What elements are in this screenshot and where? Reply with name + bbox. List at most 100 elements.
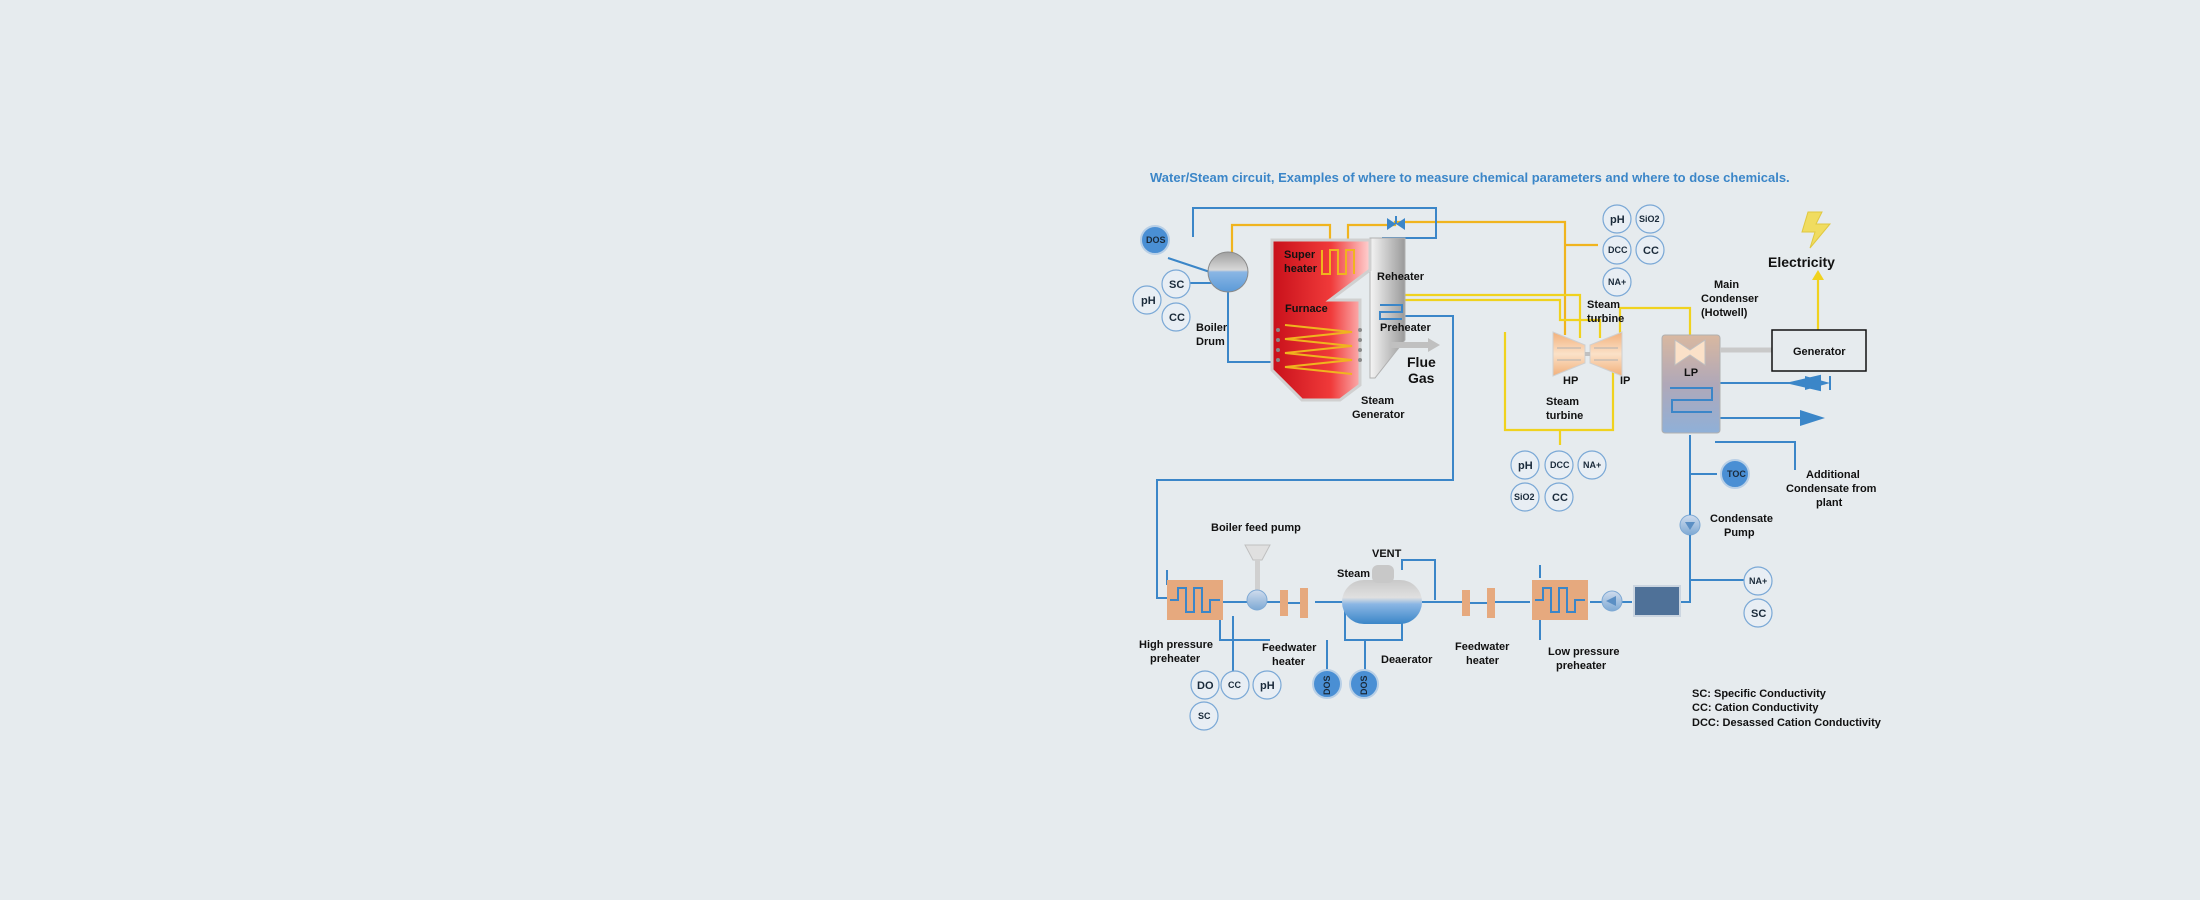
sensor-text: SiO2 <box>1639 214 1660 224</box>
hp-turbine <box>1552 331 1586 377</box>
legend: SC: Specific Conductivity CC: Cation Con… <box>1692 688 1882 729</box>
reheater-label: Reheater <box>1377 271 1425 283</box>
sensor-text: CC <box>1169 312 1185 324</box>
sensor-dcc-mid: DCC <box>1544 450 1574 480</box>
lightning-icon <box>1801 211 1832 249</box>
sensor-cc-hp: CC <box>1220 670 1250 700</box>
boiler-drum-label-1: Boiler <box>1196 322 1228 334</box>
sensor-cc-mid: CC <box>1544 482 1574 512</box>
sensor-text: DCC <box>1608 245 1628 255</box>
additional-condensate-label-2: Condensate from <box>1786 483 1877 495</box>
steam-turbine-top-label-1: Steam <box>1587 299 1620 311</box>
additional-condensate-label-3: plant <box>1816 497 1843 509</box>
steam-generator-label-1: Steam <box>1361 395 1394 407</box>
electricity-label: Electricity <box>1768 254 1835 270</box>
sensor-text: DOS <box>1359 675 1369 695</box>
condensate-pump <box>1679 514 1701 536</box>
lp-preheater-label-2: preheater <box>1556 660 1607 672</box>
super-heater-label-2: heater <box>1284 263 1318 275</box>
vent-label: VENT <box>1372 548 1402 560</box>
hp-preheater-label-1: High pressure <box>1139 639 1213 651</box>
sensor-text: SiO2 <box>1514 492 1535 502</box>
sensor-text: pH <box>1518 460 1533 472</box>
diagram-title: Water/Steam circuit, Examples of where t… <box>1150 170 1790 185</box>
flow-arrows <box>1789 374 1831 426</box>
legend-item: SC: Specific Conductivity <box>1692 688 1827 700</box>
sensor-cc-drum: CC <box>1161 302 1191 332</box>
legend-item: DCC: Desassed Cation Conductivity <box>1692 717 1882 729</box>
furnace-label: Furnace <box>1285 303 1328 315</box>
steam-generator-label-2: Generator <box>1352 409 1405 421</box>
flue-gas-label-2: Gas <box>1408 370 1435 386</box>
low-pressure-preheater <box>1532 580 1588 620</box>
steam-turbine-bottom-label-2: turbine <box>1546 410 1583 422</box>
hp-preheater-label-2: preheater <box>1150 653 1201 665</box>
sensor-text: SC <box>1198 711 1211 721</box>
sensor-na-cond: NA+ <box>1743 566 1773 596</box>
sensor-ph-mid: pH <box>1510 450 1540 480</box>
sensor-ph-hp: pH <box>1252 670 1282 700</box>
dosing-point-deaerator-1: DOS <box>1312 669 1342 699</box>
super-heater-label-1: Super <box>1284 249 1316 261</box>
boiler-feed-pump-label: Boiler feed pump <box>1211 522 1301 534</box>
feedwater-heater-left <box>1280 588 1308 618</box>
sensor-sc-drum: SC <box>1161 269 1191 299</box>
sensor-text: DOS <box>1322 675 1332 695</box>
sensors: DOS SC pH CC pH SiO2 DCC CC <box>1132 204 1773 731</box>
sensor-text: CC <box>1552 492 1568 504</box>
polisher-box <box>1633 585 1681 617</box>
deaerator-label: Deaerator <box>1381 654 1433 666</box>
generator-label: Generator <box>1793 346 1846 358</box>
main-condenser-label-3: (Hotwell) <box>1701 307 1748 319</box>
main-condenser-label-2: Condenser <box>1701 293 1759 305</box>
dosing-point-deaerator-2: DOS <box>1349 669 1379 699</box>
steam-generator <box>1270 237 1440 402</box>
sensor-text: pH <box>1260 680 1275 692</box>
feedwater-heater-left-label-2: heater <box>1272 656 1306 668</box>
sensor-text: DCC <box>1550 460 1570 470</box>
sensor-text: NA+ <box>1583 460 1601 470</box>
lp-pump <box>1601 590 1623 612</box>
sensor-cc-top: CC <box>1635 235 1665 265</box>
sensor-text: SC <box>1169 279 1184 291</box>
ip-turbine <box>1589 331 1623 377</box>
sensor-toc: TOC <box>1720 459 1750 489</box>
boiler-drum <box>1207 251 1249 293</box>
generator-box <box>1771 329 1867 372</box>
sensor-text: NA+ <box>1608 277 1626 287</box>
steam-label: Steam <box>1337 568 1370 580</box>
sensor-text: SC <box>1751 608 1766 620</box>
condensate-pump-label-1: Condensate <box>1710 513 1773 525</box>
lp-preheater-label-1: Low pressure <box>1548 646 1620 658</box>
feedwater-heater-right-label-2: heater <box>1466 655 1500 667</box>
sensor-text: CC <box>1228 680 1241 690</box>
main-condenser-label-1: Main <box>1714 279 1739 291</box>
hp-label: HP <box>1563 375 1578 387</box>
deaerator <box>1342 565 1422 624</box>
steam-lines <box>1230 220 1824 445</box>
sensor-text: NA+ <box>1749 576 1767 586</box>
condensate-pump-label-2: Pump <box>1724 527 1755 539</box>
sensor-ph-top: pH <box>1602 204 1632 234</box>
sensor-ph-drum: pH <box>1132 285 1162 315</box>
feedwater-heater-left-label-1: Feedwater <box>1262 642 1317 654</box>
legend-item: CC: Cation Conductivity <box>1692 702 1819 714</box>
feedwater-heater-right <box>1462 588 1495 618</box>
sensor-text: TOC <box>1727 469 1746 479</box>
boiler-feed-pump <box>1244 544 1271 611</box>
lp-label: LP <box>1684 367 1698 379</box>
steam-turbine-bottom-label-1: Steam <box>1546 396 1579 408</box>
valve-icon <box>1387 216 1405 230</box>
sensor-text: DO <box>1197 680 1214 692</box>
sensor-do-hp: DO <box>1190 670 1220 700</box>
sensor-na-mid: NA+ <box>1577 450 1607 480</box>
sensor-sc-hp: SC <box>1189 701 1219 731</box>
sensor-text: DOS <box>1146 235 1166 245</box>
sensor-sc-cond: SC <box>1743 598 1773 628</box>
flue-gas-label-1: Flue <box>1407 354 1436 370</box>
boiler-drum-label-2: Drum <box>1196 336 1225 348</box>
dosing-point-drum: DOS <box>1140 225 1170 255</box>
preheater-label: Preheater <box>1380 322 1431 334</box>
main-condenser <box>1661 334 1721 434</box>
